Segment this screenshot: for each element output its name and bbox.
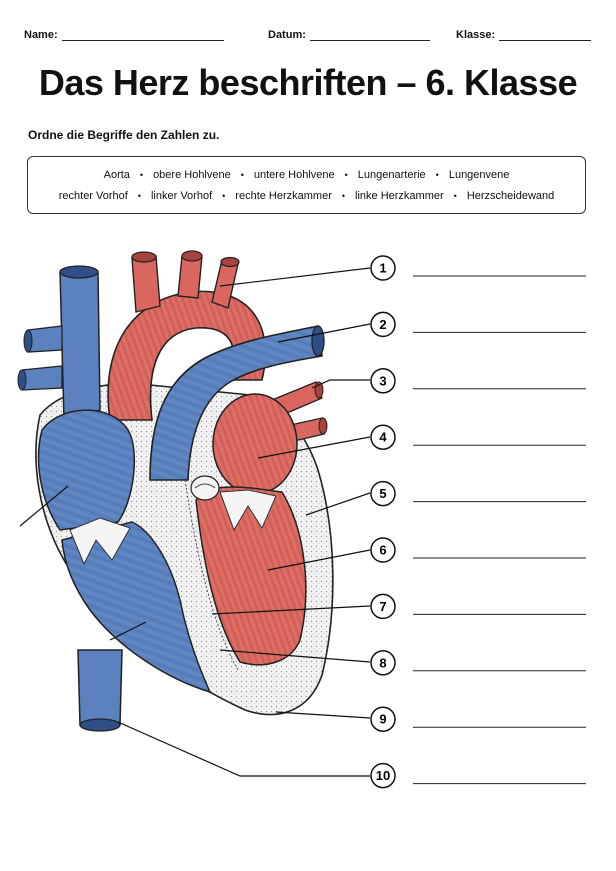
right-ventricle [61, 521, 212, 694]
label-1: 1 [370, 255, 586, 281]
name-line[interactable] [61, 28, 224, 41]
term-linke-herzkammer: linke Herzkammer [355, 190, 444, 202]
number-text: 2 [379, 317, 386, 332]
aorta-branch-1 [131, 255, 161, 313]
label-7: 7 [370, 593, 586, 620]
number-circle [370, 537, 396, 563]
page-title: Das Herz beschriften – 6. Klasse [38, 62, 578, 103]
term-obere-hohlvene: obere Hohlvene [153, 169, 231, 181]
term-untere-hohlvene: untere Hohlvene [253, 169, 335, 181]
header-fields: Name: Datum: Klasse: [24, 28, 594, 48]
label-5: 5 [370, 480, 586, 507]
word-bank-row-1: Aorta • obere Hohlvene • untere Hohlvene… [28, 169, 585, 181]
label-3: 3 [370, 368, 586, 394]
tricuspid-valve [69, 517, 131, 566]
number-text: 9 [379, 712, 386, 727]
label-10: 10 [370, 762, 586, 789]
date-line[interactable] [309, 28, 430, 41]
left-atrium [212, 393, 298, 495]
heart-figure: 1 2 3 4 5 6 7 8 9 10 [17, 250, 586, 789]
aortic-valve [190, 475, 220, 501]
inferior-vena-cava [77, 649, 123, 726]
number-text: 5 [379, 486, 386, 501]
number-circle [370, 650, 396, 676]
label-2: 2 [370, 311, 586, 338]
number-text: 1 [379, 261, 386, 276]
vein-branch-upper [27, 325, 63, 353]
term-herzscheidewand: Herzscheidewand [466, 190, 555, 202]
label-9: 9 [370, 706, 586, 732]
label-6: 6 [370, 537, 586, 563]
mitral-valve [219, 489, 277, 532]
number-circle [370, 593, 396, 620]
number-text: 4 [379, 430, 387, 445]
superior-vena-cava [59, 266, 101, 421]
aorta-branch-2 [177, 255, 203, 299]
term-rechte-herzkammer: rechte Herzkammer [235, 190, 332, 202]
term-separator: • [435, 170, 439, 180]
number-text: 7 [379, 599, 386, 614]
date-label: Datum: [268, 29, 306, 41]
class-line[interactable] [499, 28, 592, 41]
right-atrium [37, 409, 136, 531]
term-separator: • [344, 170, 348, 180]
number-text: 6 [379, 543, 386, 558]
number-circle [370, 255, 396, 281]
instruction-text: Ordne die Begriffe den Zahlen zu. [28, 128, 220, 142]
term-separator: • [453, 191, 457, 201]
name-field[interactable]: Name: [24, 28, 224, 41]
number-circle [370, 311, 396, 338]
term-separator: • [240, 170, 244, 180]
date-field[interactable]: Datum: [268, 28, 430, 41]
term-linker-vorhof: linker Vorhof [150, 190, 213, 202]
number-text: 10 [376, 768, 390, 783]
label-4: 4 [370, 424, 586, 450]
aortic-arch [107, 290, 267, 421]
term-lungenarterie: Lungenarterie [357, 169, 426, 181]
name-label: Name: [24, 29, 58, 41]
word-bank: Aorta • obere Hohlvene • untere Hohlvene… [27, 156, 586, 214]
number-text: 8 [379, 655, 386, 670]
number-circle [370, 762, 396, 789]
number-circle [370, 706, 396, 732]
label-8: 8 [370, 650, 586, 676]
class-field[interactable]: Klasse: [456, 28, 592, 41]
term-separator: • [222, 191, 226, 201]
number-circle [370, 424, 396, 450]
term-lungenvene: Lungenvene [448, 169, 510, 181]
label-layer: 1 2 3 4 5 6 7 8 9 10 [370, 255, 586, 789]
number-circle [370, 368, 396, 394]
vein-branch-lower [21, 365, 63, 391]
word-bank-row-2: rechter Vorhof • linker Vorhof • rechte … [28, 190, 585, 202]
term-separator: • [137, 191, 141, 201]
leader-lines [19, 267, 371, 777]
term-aorta: Aorta [103, 169, 130, 181]
class-label: Klasse: [456, 29, 496, 41]
term-rechter-vorhof: rechter Vorhof [58, 190, 128, 202]
number-circle [370, 480, 396, 507]
number-text: 3 [379, 373, 386, 388]
left-ventricle [195, 486, 307, 666]
term-separator: • [139, 170, 144, 180]
term-separator: • [341, 191, 346, 201]
